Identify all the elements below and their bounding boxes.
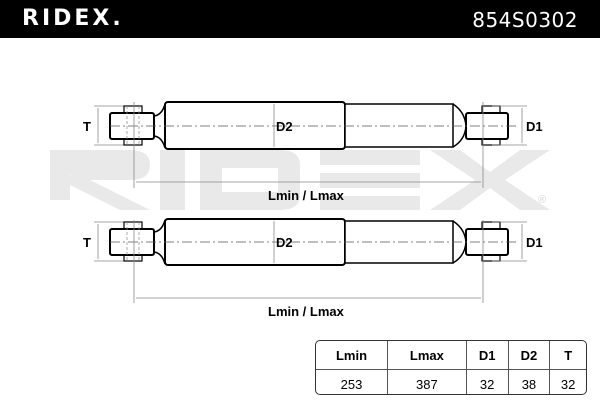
spec-header-row: Lmin Lmax D1 D2 T [316, 341, 586, 370]
spec-value-d1: 32 [466, 369, 509, 394]
label-d2: D2 [276, 235, 293, 250]
watermark-logo: ® [50, 150, 550, 210]
spec-header-lmax: Lmax [387, 341, 467, 370]
spec-value-row: 253 387 32 38 32 [316, 369, 586, 394]
label-t: T [83, 119, 91, 134]
label-d1: D1 [526, 235, 543, 250]
spec-value-t: 32 [560, 376, 576, 392]
shock-diagram-2: T D2 D1 Lmin / Lmax [83, 218, 543, 319]
spec-header-t: T [549, 341, 586, 370]
header-bar: RIDEX. 854S0302 [0, 0, 600, 38]
label-d2: D2 [276, 119, 293, 134]
label-length: Lmin / Lmax [268, 304, 345, 319]
label-d1: D1 [526, 119, 543, 134]
shock-absorber-drawing: ® T D2 D1 Lmin / Lmax [50, 101, 550, 319]
spec-header-d2: D2 [508, 341, 551, 370]
brand-logo: RIDEX. [22, 6, 124, 31]
spec-header-lmin: Lmin [316, 341, 388, 370]
spec-header-d1: D1 [466, 341, 509, 370]
registered-mark: ® [538, 194, 546, 206]
spec-value-lmax: 387 [387, 369, 467, 394]
part-number: 854S0302 [472, 8, 578, 32]
spec-value-lmin: 253 [316, 369, 388, 394]
shock-diagram-1: T D2 D1 Lmin / Lmax [83, 101, 543, 203]
label-t: T [83, 235, 91, 250]
spec-value-d2: 38 [508, 369, 551, 394]
label-length: Lmin / Lmax [268, 188, 345, 203]
spec-table: Lmin Lmax D1 D2 T 253 387 32 38 32 [315, 340, 587, 395]
